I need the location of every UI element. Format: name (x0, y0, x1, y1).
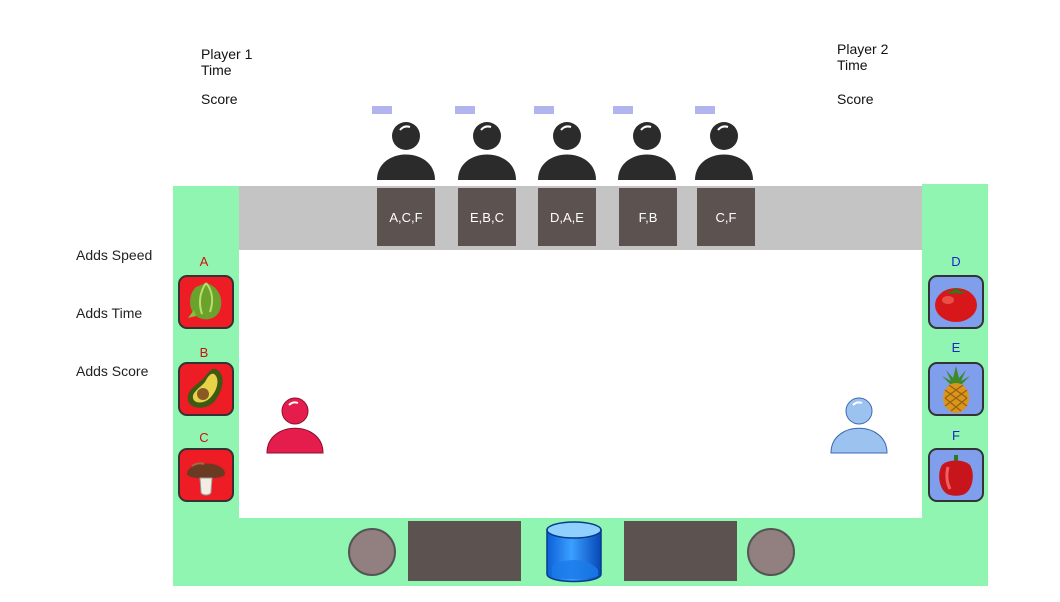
player1-plate[interactable] (348, 528, 396, 576)
customer-2-patience-bar (455, 106, 475, 114)
player1-hud: Player 1 Time Score (201, 46, 252, 107)
player2-name: Player 2 (837, 41, 889, 57)
customer-3-icon (538, 122, 596, 180)
player2-score-label: Score (837, 91, 874, 107)
ingredient-d-letter: D (951, 254, 961, 269)
lettuce-icon (188, 282, 222, 320)
player2-plate[interactable] (747, 528, 795, 576)
pineapple-icon (942, 366, 970, 413)
customer-4-order[interactable]: F,B (619, 188, 677, 246)
legend-speed: Adds Speed (76, 247, 153, 263)
customer-3-patience-bar (534, 106, 554, 114)
legend-time: Adds Time (76, 305, 143, 321)
player1-time-label: Time (201, 62, 232, 78)
customer-2-order[interactable]: E,B,C (458, 188, 516, 246)
trash-can-icon[interactable] (544, 520, 604, 584)
ingredient-b-bin[interactable] (178, 362, 234, 416)
ingredient-f-bin[interactable] (928, 448, 984, 502)
ingredient-e-bin[interactable] (928, 362, 984, 416)
customer-4-patience-bar (613, 106, 633, 114)
customer-1-order[interactable]: A,C,F (377, 188, 435, 246)
ingredient-f-letter: F (952, 428, 960, 443)
player1-cutting-board[interactable] (408, 521, 521, 581)
customer-1-patience-bar (372, 106, 392, 114)
customer-5-patience-bar (695, 106, 715, 114)
ingredient-a-letter: A (199, 254, 209, 269)
customer-2-icon (458, 122, 516, 180)
customer-5-icon (695, 122, 753, 180)
tomato-icon (935, 288, 977, 322)
ingredient-d-bin[interactable] (928, 275, 984, 329)
customer-5-order[interactable]: C,F (697, 188, 755, 246)
customer-3-order[interactable]: D,A,E (538, 188, 596, 246)
player2-cutting-board[interactable] (624, 521, 737, 581)
avocado-icon (187, 368, 223, 408)
player1-avatar[interactable] (266, 396, 324, 454)
pepper-icon (939, 455, 973, 496)
ingredient-a-bin[interactable] (178, 275, 234, 329)
mushroom-icon (187, 462, 225, 496)
customer-4-icon (618, 122, 676, 180)
ingredient-c-letter: C (199, 430, 209, 445)
player2-time-label: Time (837, 57, 868, 73)
customer-1-icon (377, 122, 435, 180)
player1-score-label: Score (201, 91, 238, 107)
player1-name: Player 1 (201, 46, 253, 62)
legend-score: Adds Score (76, 363, 149, 379)
ingredient-e-letter: E (951, 340, 961, 355)
ingredient-c-bin[interactable] (178, 448, 234, 502)
player2-hud: Player 2 Time Score (837, 41, 888, 107)
player2-avatar[interactable] (830, 396, 888, 454)
ingredient-b-letter: B (199, 345, 209, 360)
